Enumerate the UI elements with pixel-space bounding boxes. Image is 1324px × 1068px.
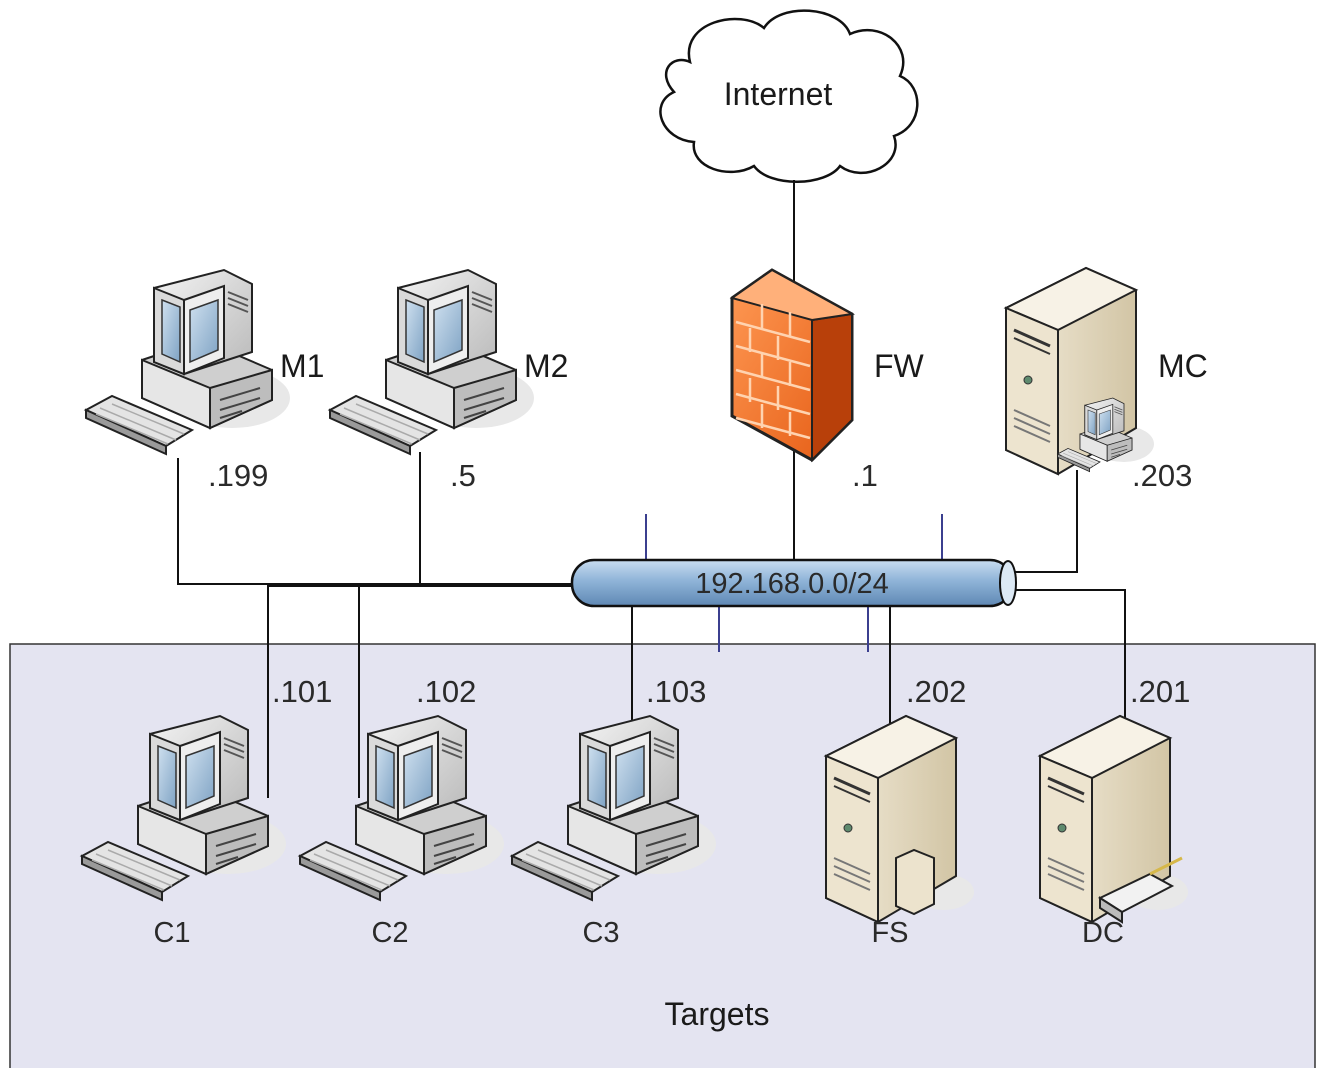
c2-ip: .102 [416,674,476,709]
m1-ip: .199 [208,458,268,493]
mc-ip: .203 [1132,458,1192,493]
cloud-icon [659,9,919,183]
c3-ip: .103 [646,674,706,709]
c1-ip: .101 [272,674,332,709]
fs-ip: .202 [906,674,966,709]
network-bus [570,558,1017,608]
targets-zone-label: Targets [665,996,770,1032]
server-icon [1004,266,1156,476]
dc-ip: .201 [1130,674,1190,709]
fw-ip: .1 [852,458,878,493]
fs-label: FS [871,917,908,949]
c3-label: C3 [582,917,619,949]
connection-lines [177,180,1126,798]
server-icon [824,714,976,924]
c2-label: C2 [371,917,408,949]
mc-label: MC [1158,348,1208,384]
m2-label: M2 [524,348,568,384]
workstation-icon [329,269,535,455]
fw-label: FW [874,348,925,384]
workstation-icon [85,269,291,455]
m2-ip: .5 [450,458,476,493]
m1-label: M1 [280,348,324,384]
network-label: 192.168.0.0/24 [695,568,889,600]
firewall-icon [730,268,854,462]
internet-label: Internet [724,76,833,112]
c1-label: C1 [153,917,190,949]
server-icon [1038,714,1190,924]
dc-label: DC [1082,917,1124,949]
